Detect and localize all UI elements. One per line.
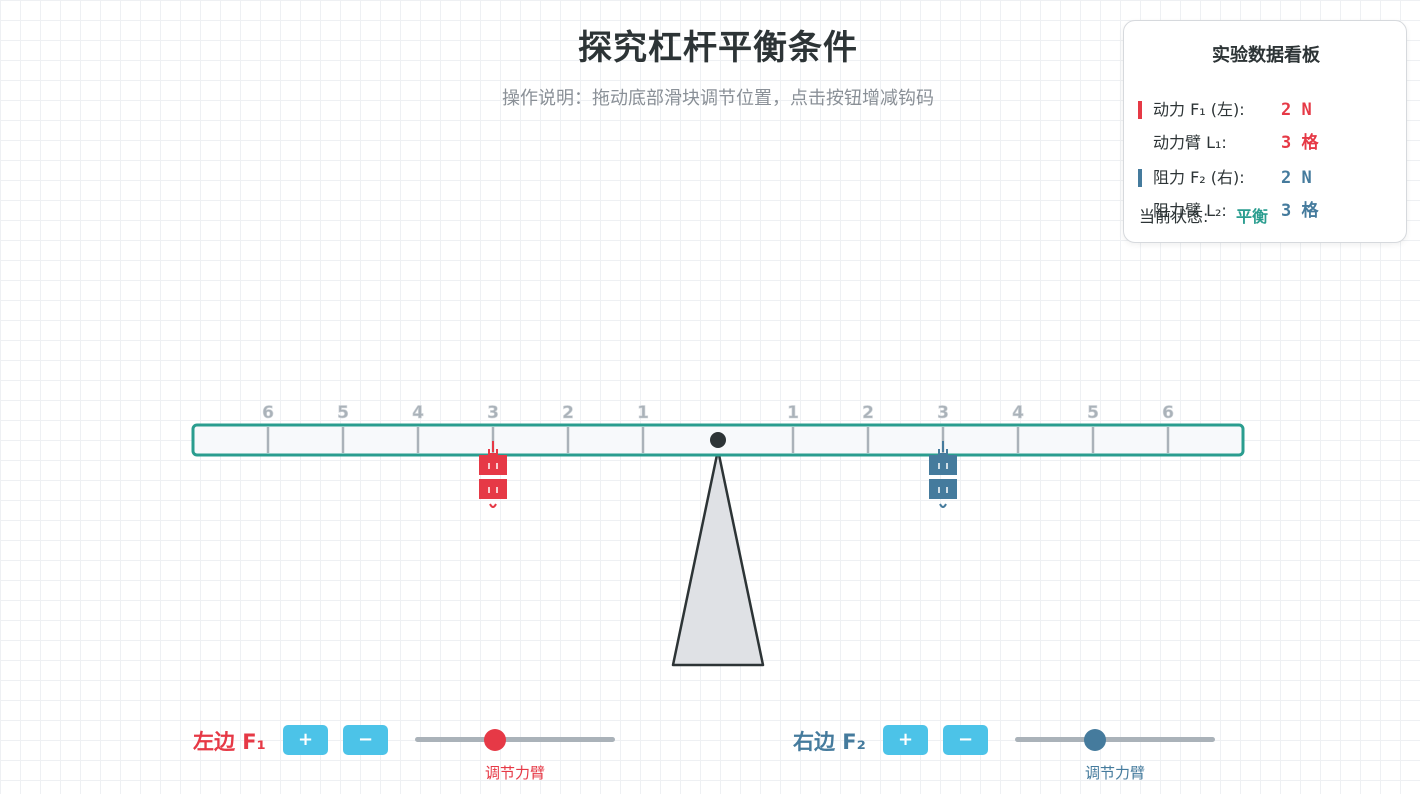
data-panel: 实验数据看板 动力 F₁ (左): 2 N 动力臂 L₁: 3 格 阻力 F₂ …: [1123, 20, 1407, 243]
right-weight-block: [929, 479, 957, 499]
l1-label: 动力臂 L₁:: [1153, 133, 1227, 152]
right-arm-slider-track[interactable]: [1015, 737, 1215, 742]
f1-color-marker: [1138, 101, 1142, 119]
right-arm-slider-thumb[interactable]: [1084, 729, 1106, 751]
left-tick-label-6: 6: [262, 403, 274, 423]
fulcrum: [671, 448, 765, 667]
left-arm-slider-thumb[interactable]: [484, 729, 506, 751]
right-remove-weight-button[interactable]: −: [943, 725, 988, 755]
right-weight-stack[interactable]: [929, 441, 957, 508]
l1-row: 动力臂 L₁: 3 格: [1124, 130, 1408, 156]
left-tick-label-4: 4: [412, 403, 424, 423]
f1-row: 动力 F₁ (左): 2 N: [1124, 97, 1408, 123]
left-tick-label-5: 5: [337, 403, 349, 423]
right-tick-label-3: 3: [937, 403, 949, 423]
f2-color-marker: [1138, 169, 1142, 187]
right-tick-label-2: 2: [862, 403, 874, 423]
right-tick-label-4: 4: [1012, 403, 1024, 423]
l2-label: 阻力臂 L₂:: [1153, 201, 1227, 220]
f1-label: 动力 F₁ (左):: [1153, 100, 1245, 119]
left-slider-caption: 调节力臂: [484, 764, 545, 782]
f2-label: 阻力 F₂ (右):: [1153, 168, 1245, 187]
f2-row: 阻力 F₂ (右): 2 N: [1124, 165, 1408, 191]
beam-tick-labels: 6 5 4 3 2 1 1 2 3 4 5 6: [262, 403, 1174, 424]
pivot-point: [710, 432, 726, 448]
state-label: 当前状态:: [1139, 207, 1209, 226]
right-hook-icon: [938, 449, 948, 455]
left-hook-icon: [488, 449, 498, 455]
state-row: 当前状态: 平衡: [1124, 204, 1408, 230]
instructions-text: 操作说明：拖动底部滑块调节位置，点击按钮增减钩码: [502, 88, 934, 109]
l1-value: 3 格: [1281, 133, 1319, 153]
right-slider-caption: 调节力臂: [1084, 764, 1145, 782]
left-arm-slider-track[interactable]: [415, 737, 615, 742]
f1-value: 2 N: [1281, 100, 1312, 120]
page-title: 探究杠杆平衡条件: [578, 28, 858, 68]
right-bottom-hook-icon: [939, 503, 947, 508]
left-weight-block: [479, 479, 507, 499]
state-value: 平衡: [1236, 207, 1269, 226]
left-control-label: 左边 F₁: [193, 730, 266, 754]
left-tick-label-2: 2: [562, 403, 574, 423]
right-add-weight-button[interactable]: +: [883, 725, 928, 755]
left-remove-weight-button[interactable]: −: [343, 725, 388, 755]
left-tick-label-3: 3: [487, 403, 499, 423]
right-tick-label-1: 1: [787, 403, 799, 423]
l2-row: 阻力臂 L₂: 3 格: [1124, 198, 1408, 224]
left-weight-stack[interactable]: [479, 441, 507, 508]
left-weight-block: [479, 455, 507, 475]
right-weight-block: [929, 455, 957, 475]
left-tick-label-1: 1: [637, 403, 649, 423]
right-control-label: 右边 F₂: [793, 730, 866, 754]
left-bottom-hook-icon: [489, 503, 497, 508]
left-add-weight-button[interactable]: +: [283, 725, 328, 755]
l2-value: 3 格: [1281, 201, 1319, 221]
beam-tick-lines: [266, 427, 1170, 453]
right-tick-label-6: 6: [1162, 403, 1174, 423]
f2-value: 2 N: [1281, 168, 1312, 188]
right-tick-label-5: 5: [1087, 403, 1099, 423]
panel-title: 实验数据看板: [1212, 45, 1320, 66]
